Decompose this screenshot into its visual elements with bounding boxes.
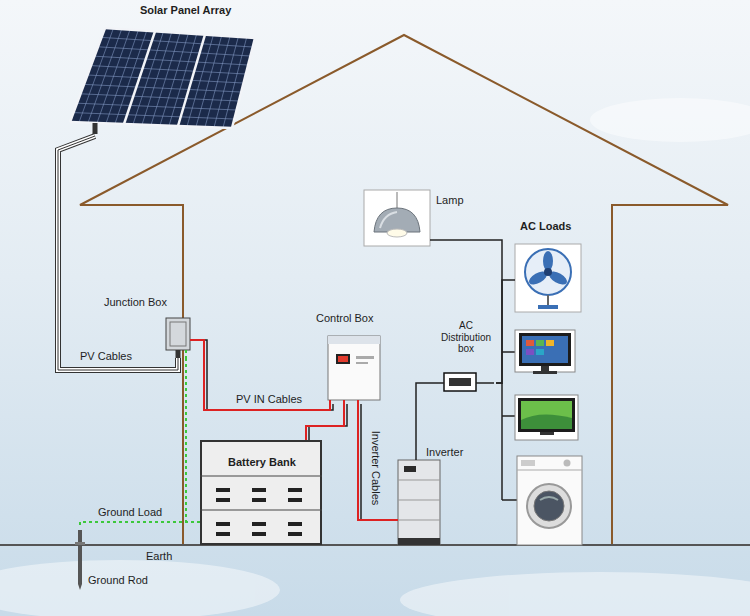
ground-rod-picture [62, 528, 162, 600]
ac-distribution-box-picture [438, 320, 494, 394]
clouds [0, 98, 750, 616]
node-label: Battery Bank [228, 456, 296, 469]
ground-label: Earth [146, 550, 172, 563]
cable-connector [80, 522, 200, 528]
control-box: Control Box [314, 312, 390, 404]
node-label: Inverter [426, 446, 463, 459]
cable-connector [358, 404, 399, 520]
washing-machine [517, 456, 582, 545]
television [515, 395, 578, 440]
computer-monitor [515, 330, 575, 374]
inverter-picture [396, 446, 476, 546]
cable-connector [306, 404, 347, 440]
ac-distribution-box: AC Distribution box [438, 320, 496, 394]
cable-label: PV IN Cables [236, 393, 302, 406]
solar-panel-array: Solar Panel Array [68, 2, 260, 136]
control-box-picture [314, 312, 390, 404]
inverter: Inverter [396, 446, 476, 546]
node-label: Junction Box [104, 296, 167, 309]
junction-box: Junction Box [100, 292, 196, 358]
lamp: Lamp [362, 188, 472, 250]
cable-connector [196, 340, 333, 410]
node-label: Solar Panel Array [140, 4, 231, 17]
node-label: Ground Rod [88, 574, 148, 587]
node-label: Control Box [316, 312, 373, 325]
battery-bank-picture [200, 440, 322, 545]
solar-panel-array-picture [68, 2, 260, 136]
cable-connector [472, 240, 502, 383]
cable-connector [58, 136, 178, 370]
battery-bank: Battery Bank [200, 440, 322, 545]
ac-loads-fan-picture [512, 218, 592, 314]
ground-rod: Ground Rod [62, 528, 162, 600]
ac-loads-fan: AC Loads [512, 218, 592, 314]
node-label: AC Distribution box [438, 320, 494, 355]
ground-wire [185, 358, 187, 522]
cable-connector [496, 280, 512, 383]
cable-connector [416, 383, 438, 446]
node-label: AC Loads [520, 220, 571, 233]
ground-line [0, 544, 750, 546]
cable-label: PV Cables [80, 350, 132, 363]
cable-label: Inverter Cables [370, 431, 383, 506]
node-label: Lamp [436, 194, 464, 207]
cable-label: Ground Load [98, 506, 162, 519]
